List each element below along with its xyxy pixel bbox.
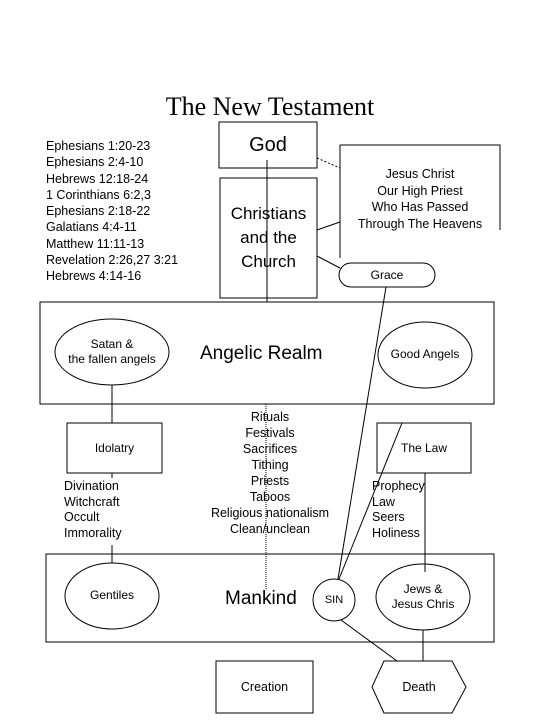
- idolatry-item: Divination: [64, 479, 119, 493]
- grace-pill: [338, 262, 436, 288]
- jesus-line: Jesus Christ: [385, 167, 455, 181]
- law-box: [376, 422, 472, 474]
- jews-line: Jews &: [403, 582, 443, 596]
- reference-item: Hebrews 12:18-24: [46, 171, 149, 186]
- reference-item: Revelation 2:26,27 3:21: [46, 253, 179, 268]
- sin-label: SIN: [324, 594, 344, 606]
- death-label: Death: [402, 680, 436, 694]
- law-item: Seers: [372, 510, 405, 524]
- idolatry-box: [66, 422, 163, 474]
- mankind-band: [45, 553, 495, 643]
- jesus-line: Through The Heavens: [357, 216, 483, 231]
- mankind-label: Mankind: [225, 588, 297, 609]
- reference-item: Hebrews 4:14-16: [46, 269, 142, 284]
- idolatry-item: Immorality: [64, 525, 122, 540]
- idolatry-item: Occult: [64, 510, 100, 524]
- christians-box: [219, 177, 318, 299]
- ritual-item: Priests: [250, 474, 290, 488]
- ritual-item: Tithing: [251, 458, 289, 472]
- ritual-item: Festivals: [245, 426, 295, 440]
- good-angels-ellipse: [377, 321, 473, 389]
- law-list: Prophecy Law Seers Holiness: [372, 479, 425, 541]
- jesus-christ-label: Jesus Christ Our High Priest Who Has Pas…: [340, 166, 500, 232]
- reference-item: 1 Corinthians 6:2,3: [46, 187, 151, 202]
- death-hexagon: [371, 660, 467, 714]
- idolatry-label: Idolatry: [94, 441, 135, 455]
- satan-line: the fallen angels: [68, 352, 156, 366]
- reference-item: Ephesians 2:18-22: [46, 204, 151, 219]
- idolatry-list: Divination Witchcraft Occult Immorality: [64, 479, 122, 541]
- gentiles-label: Gentiles: [89, 588, 135, 602]
- ritual-item: Sacrifices: [242, 442, 298, 456]
- god-label: God: [249, 134, 287, 156]
- reference-item: Ephesians 1:20-23: [46, 139, 151, 153]
- ritual-item: Rituals: [250, 410, 290, 424]
- reference-item: Ephesians 2:4-10: [46, 155, 144, 170]
- ritual-item: Clean/unclean: [230, 522, 310, 536]
- satan-label: Satan & the fallen angels: [55, 337, 169, 367]
- ritual-item: Religious nationalism: [210, 506, 330, 520]
- scripture-references: Ephesians 1:20-23 Ephesians 2:4-10 Hebre…: [46, 138, 178, 285]
- rituals-list: Rituals Festivals Sacrifices Tithing Pri…: [195, 409, 345, 537]
- idolatry-item: Witchcraft: [64, 494, 120, 509]
- christians-line: Church: [241, 252, 296, 271]
- law-item: Prophecy: [372, 479, 425, 493]
- good-angels-label: Good Angels: [390, 347, 460, 361]
- jews-label: Jews & Jesus Chris: [376, 582, 470, 612]
- sin-circle: [312, 578, 356, 622]
- creation-box: [215, 660, 314, 714]
- jesus-line: Our High Priest: [377, 183, 463, 198]
- reference-item: Galatians 4:4-11: [46, 220, 137, 235]
- ritual-item: Taboos: [249, 490, 291, 504]
- angelic-realm-label: Angelic Realm: [200, 343, 323, 364]
- diagram-title: The New Testament: [165, 92, 375, 121]
- jesus-line: Who Has Passed: [371, 200, 469, 214]
- christians-line: and the: [240, 228, 297, 247]
- jews-line: Jesus Chris: [391, 597, 455, 611]
- satan-line: Satan &: [90, 337, 134, 351]
- christians-label: Christians and the Church: [220, 178, 317, 298]
- law-item: Law: [372, 494, 395, 509]
- reference-item: Matthew 11:11-13: [46, 236, 145, 251]
- christians-line: Christians: [230, 204, 307, 223]
- god-box: [218, 121, 318, 169]
- creation-label: Creation: [240, 680, 289, 694]
- law-item: Holiness: [372, 525, 420, 540]
- grace-label: Grace: [370, 268, 404, 282]
- law-label: The Law: [400, 441, 448, 455]
